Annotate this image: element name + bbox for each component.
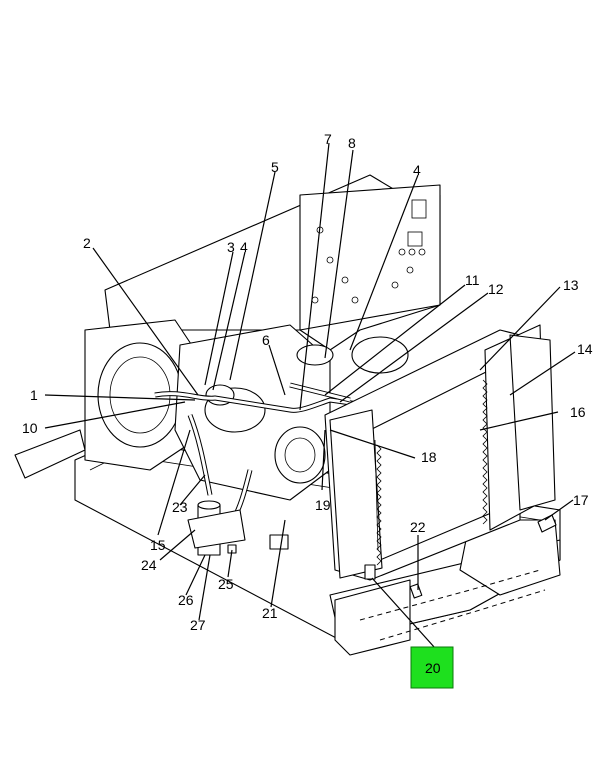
callout-21: 21 [262,605,278,621]
fasteners [269,514,557,599]
callout-11: 11 [465,272,480,288]
callout-4-left: 4 [240,239,248,255]
callout-1: 1 [30,387,38,403]
callout-15: 15 [150,537,166,553]
callout-7: 7 [324,131,332,147]
callout-22: 22 [410,519,426,535]
callout-8: 8 [348,135,356,151]
callout-20: 20 [425,660,441,676]
callout-23: 23 [172,499,188,515]
callout-16: 16 [570,404,586,420]
callout-27: 27 [190,617,206,633]
engine-assembly [174,324,409,501]
highlight-box[interactable] [410,646,454,689]
condenser [324,324,556,581]
callout-2: 2 [83,235,91,251]
callout-10: 10 [22,420,38,436]
callout-14: 14 [577,341,593,357]
callout-5: 5 [271,159,279,175]
callout-12: 12 [488,281,504,297]
callout-26: 26 [178,592,194,608]
callout-labels: 1 2 3 4 5 6 7 8 4 10 11 12 13 14 15 16 1… [22,131,593,633]
leader-lines [44,142,576,649]
callout-24: 24 [141,557,157,573]
callout-13: 13 [563,277,579,293]
callout-4-right: 4 [413,162,421,178]
callout-18: 18 [421,449,437,465]
receiver-drier [187,500,246,556]
callout-3: 3 [227,239,235,255]
highlighted-callout-20[interactable]: 20 [410,646,454,689]
callout-25: 25 [218,576,234,592]
condenser-fins [376,379,488,566]
frame-rail [74,439,561,656]
radiator-support-panel [104,174,441,351]
fan-shroud-left [14,319,196,479]
callout-19: 19 [315,497,331,513]
callout-6: 6 [262,332,270,348]
callout-17: 17 [573,492,589,508]
